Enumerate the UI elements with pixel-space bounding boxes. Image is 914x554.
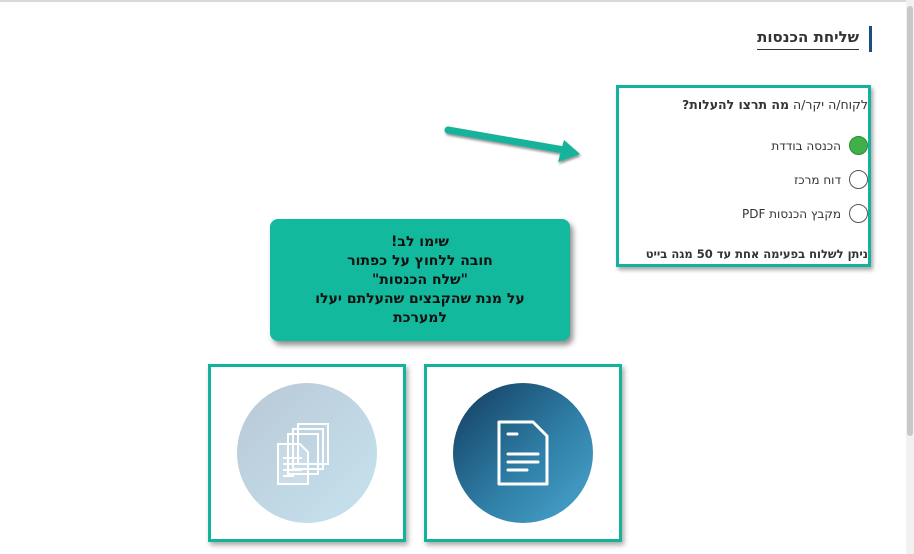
multi-upload-circle[interactable] — [237, 383, 377, 523]
notice-line: על מנת שהקבצים שהעלתם יעלו — [315, 290, 525, 307]
question-prefix: לקוח/ה יקר/ה — [789, 97, 868, 112]
option-single-income[interactable]: הכנסה בודדת — [771, 136, 868, 155]
single-upload-card[interactable] — [424, 364, 622, 542]
upload-question: לקוח/ה יקר/ה מה תרצו להעלות? — [682, 97, 868, 112]
arrow-icon — [444, 126, 580, 162]
scrollbar-thumb[interactable] — [907, 6, 913, 436]
page-title-text: שליחת הכנסות — [757, 28, 859, 50]
option-label: מקבץ הכנסות PDF — [741, 206, 841, 221]
page-title: שליחת הכנסות — [757, 26, 872, 52]
radio-summary-report[interactable] — [849, 170, 868, 189]
notice-line: "שלח הכנסות" — [372, 271, 468, 288]
upload-limit-note: ניתן לשלוח בפעימה אחת עד 50 מגה בייט — [645, 247, 868, 261]
notice-line: למערכת — [393, 309, 447, 326]
radio-single-income[interactable] — [849, 136, 868, 155]
documents-stack-icon — [277, 423, 329, 485]
option-pdf-batch[interactable]: מקבץ הכנסות PDF — [742, 204, 868, 223]
option-summary-report[interactable]: דוח מרכז — [794, 170, 868, 189]
notice-line: שימו לב! — [391, 233, 449, 250]
question-bold: מה תרצו להעלות? — [682, 97, 790, 112]
upload-type-panel: לקוח/ה יקר/ה מה תרצו להעלות? הכנסה בודדת… — [616, 85, 871, 267]
notice-line: חובה ללחוץ על כפתור — [347, 252, 493, 269]
notice-callout: שימו לב! חובה ללחוץ על כפתור "שלח הכנסות… — [270, 219, 570, 341]
multi-upload-card[interactable] — [208, 364, 406, 542]
document-icon — [497, 420, 549, 486]
radio-pdf-batch[interactable] — [849, 204, 868, 223]
single-upload-circle[interactable] — [453, 383, 593, 523]
option-label: דוח מרכז — [794, 172, 841, 187]
top-border — [0, 0, 914, 2]
option-label: הכנסה בודדת — [771, 138, 841, 153]
scrollbar[interactable] — [906, 0, 914, 554]
